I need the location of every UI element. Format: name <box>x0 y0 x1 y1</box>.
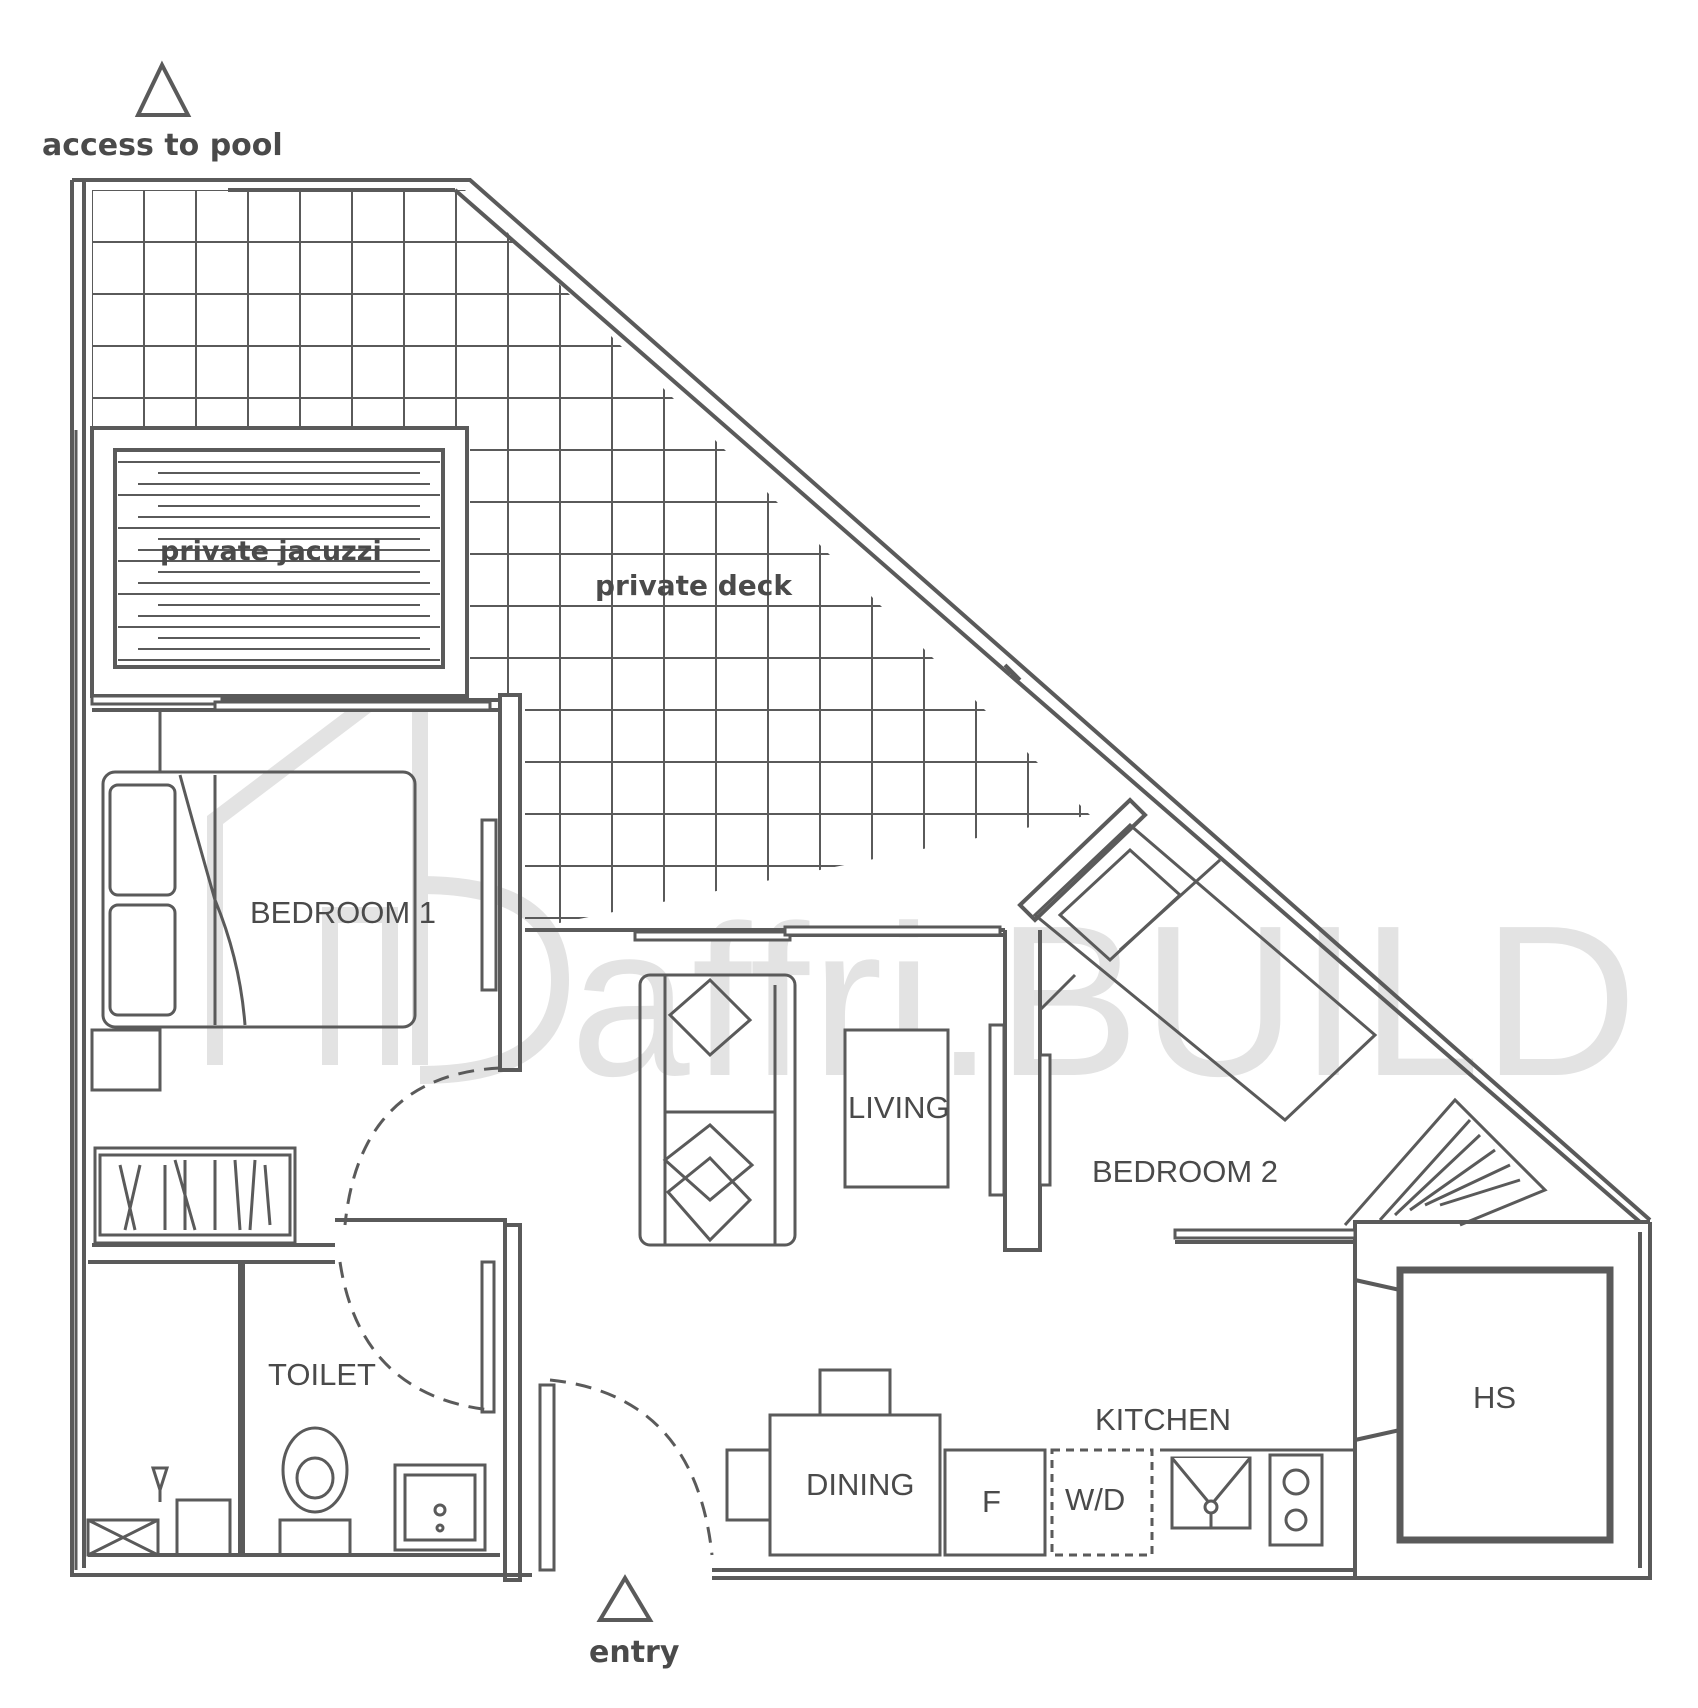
sliding-doors <box>90 694 1357 1572</box>
pool-access-arrow <box>134 60 192 117</box>
bed-bedroom-2 <box>1032 822 1378 1122</box>
bedroom-1-label: BEDROOM 1 <box>250 895 436 930</box>
coffee-table <box>843 1028 950 1189</box>
watermark-text: affri.BUILD <box>570 880 1640 1121</box>
walls <box>70 178 1652 1582</box>
hs-label: HS <box>1473 1380 1516 1415</box>
private-jacuzzi <box>90 426 469 698</box>
kitchen-counter <box>943 1448 1355 1557</box>
entry-arrow <box>596 1574 654 1622</box>
fridge-label: F <box>982 1484 1001 1519</box>
private-jacuzzi-label: private jacuzzi <box>160 536 382 567</box>
living-label: LIVING <box>848 1090 950 1125</box>
bedroom-2-label: BEDROOM 2 <box>1092 1154 1278 1189</box>
wardrobe-bedroom-1 <box>93 1146 297 1245</box>
toilet-fixtures <box>86 1426 487 1557</box>
swing-doors <box>338 1066 714 1556</box>
watermark: affri.BUILD <box>207 648 1640 1121</box>
wardrobe-bedroom-2 <box>1343 1097 1548 1227</box>
dining-label: DINING <box>806 1467 915 1502</box>
watermark-house-icon <box>207 648 428 1065</box>
bed-bedroom-1 <box>90 710 417 1092</box>
washer-dryer-label: W/D <box>1065 1482 1125 1517</box>
access-to-pool-label: access to pool <box>42 128 283 163</box>
private-deck-label: private deck <box>595 569 793 602</box>
dining-set <box>725 1368 942 1557</box>
toilet-label: TOILET <box>268 1357 376 1392</box>
entry-label: entry <box>589 1635 680 1670</box>
kitchen-label: KITCHEN <box>1095 1402 1231 1437</box>
sofa <box>638 973 797 1247</box>
